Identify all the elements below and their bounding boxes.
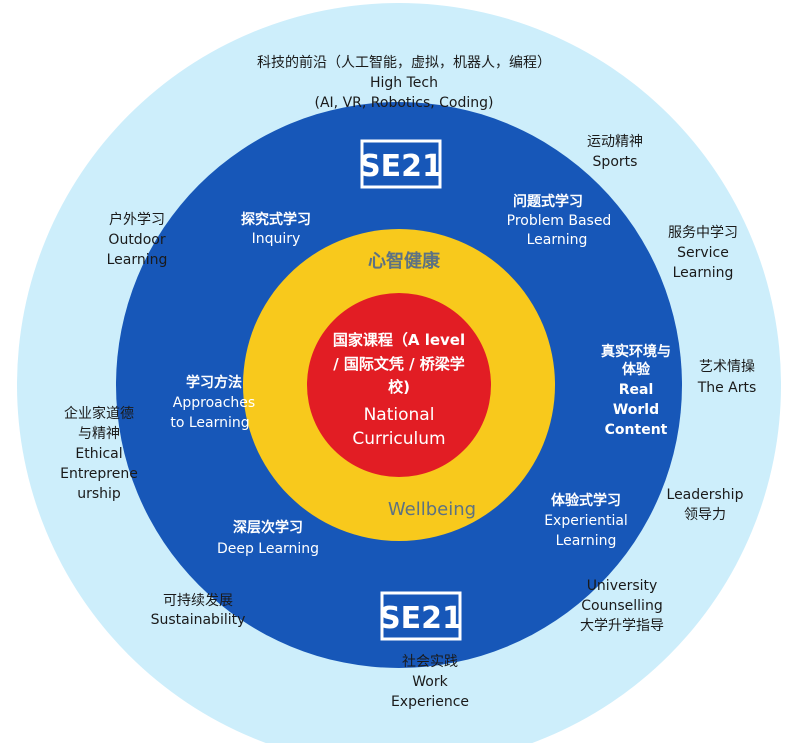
outdoor-learning-label: 户外学习 Outdoor Learning [107, 211, 168, 268]
svg-text:服务中学习: 服务中学习 [668, 225, 738, 241]
logo-top: SE21 [359, 139, 443, 189]
real-world-label: 真实环境与 体验 Real World Content [601, 343, 671, 438]
experiential-label: 体验式学习 Experiential Learning [544, 492, 628, 549]
core-label: 国家课程（A level / 国际文凭 / 桥梁学 校) National Cu… [333, 331, 465, 449]
svg-text:户外学习: 户外学习 [109, 211, 165, 228]
wellbeing-en-label: Wellbeing [388, 499, 476, 520]
high-tech-label: 科技的前沿（人工智能，虚拟，机器人，编程） High Tech (AI, VR,… [257, 54, 551, 111]
svg-text:Problem Based: Problem Based [507, 213, 612, 229]
svg-text:Experience: Experience [391, 694, 469, 710]
svg-text:运动精神: 运动精神 [587, 134, 643, 150]
approaches-label: 学习方法 Approaches to Learning [170, 374, 255, 431]
svg-text:The Arts: The Arts [697, 380, 757, 396]
svg-text:深层次学习: 深层次学习 [233, 519, 303, 536]
svg-text:Service: Service [677, 245, 729, 261]
svg-text:Counselling: Counselling [581, 598, 662, 614]
svg-text:体验: 体验 [622, 361, 651, 378]
core-en-line-2: Curriculum [352, 429, 445, 449]
svg-text:Approaches: Approaches [173, 395, 255, 411]
svg-text:领导力: 领导力 [684, 507, 726, 523]
work-experience-label: 社会实践 Work Experience [391, 654, 469, 710]
svg-text:真实环境与: 真实环境与 [601, 343, 671, 360]
svg-text:to Learning: to Learning [170, 415, 249, 431]
svg-text:urship: urship [77, 486, 121, 502]
arts-label: 艺术情操 The Arts [697, 359, 757, 396]
svg-text:探究式学习: 探究式学习 [241, 211, 311, 228]
wellbeing-cn-label: 心智健康 [368, 250, 441, 272]
svg-text:Content: Content [605, 422, 668, 438]
svg-text:科技的前沿（人工智能，虚拟，机器人，编程）: 科技的前沿（人工智能，虚拟，机器人，编程） [257, 54, 551, 71]
svg-text:High Tech: High Tech [370, 75, 438, 91]
logo-bottom-text: SE21 [379, 601, 463, 636]
svg-text:Entreprene: Entreprene [60, 466, 138, 482]
svg-text:社会实践: 社会实践 [402, 654, 458, 670]
problem-based-label: 问题式学习 Problem Based Learning [507, 193, 612, 248]
svg-text:问题式学习: 问题式学习 [513, 193, 583, 210]
core-cn-line-1: 国家课程（A level [333, 331, 465, 349]
inquiry-label: 探究式学习 Inquiry [241, 211, 311, 247]
svg-text:Real: Real [619, 382, 654, 398]
svg-text:Leadership: Leadership [667, 487, 744, 503]
svg-text:Outdoor: Outdoor [108, 232, 165, 248]
svg-text:学习方法: 学习方法 [186, 374, 242, 391]
svg-text:Experiential: Experiential [544, 513, 628, 529]
sports-label: 运动精神 Sports [587, 134, 643, 170]
core-cn-line-2: / 国际文凭 / 桥梁学 [333, 355, 465, 373]
university-counselling-label: University Counselling 大学升学指导 [580, 578, 664, 634]
svg-text:企业家道德: 企业家道德 [64, 405, 134, 422]
logo-bottom: SE21 [379, 591, 463, 641]
svg-text:Ethical: Ethical [75, 446, 122, 462]
leadership-label: Leadership 领导力 [667, 487, 744, 523]
core-en-line-1: National [364, 405, 435, 425]
svg-text:Work: Work [412, 674, 448, 690]
logo-top-text: SE21 [359, 149, 443, 184]
svg-text:艺术情操: 艺术情操 [699, 359, 755, 375]
svg-text:Deep Learning: Deep Learning [217, 541, 319, 557]
svg-text:(AI, VR, Robotics, Coding): (AI, VR, Robotics, Coding) [315, 95, 494, 111]
svg-text:Learning: Learning [556, 533, 617, 549]
svg-text:体验式学习: 体验式学习 [551, 492, 621, 509]
ethical-entrepreneurship-label: 企业家道德 与精神 Ethical Entreprene urship [60, 405, 138, 502]
svg-text:Sustainability: Sustainability [151, 612, 246, 628]
svg-text:Learning: Learning [107, 252, 168, 268]
svg-text:Inquiry: Inquiry [252, 231, 301, 247]
core-circle [307, 293, 491, 477]
svg-text:Sports: Sports [593, 154, 638, 170]
svg-text:World: World [613, 402, 659, 418]
svg-text:大学升学指导: 大学升学指导 [580, 618, 664, 634]
svg-text:Learning: Learning [673, 265, 734, 281]
svg-text:University: University [587, 578, 658, 594]
service-learning-label: 服务中学习 Service Learning [668, 225, 738, 281]
svg-text:Learning: Learning [527, 232, 588, 248]
deep-learning-label: 深层次学习 Deep Learning [217, 519, 319, 557]
svg-text:可持续发展: 可持续发展 [163, 592, 233, 609]
svg-text:与精神: 与精神 [78, 426, 120, 442]
core-cn-line-3: 校) [388, 378, 410, 396]
sustainability-label: 可持续发展 Sustainability [151, 592, 246, 628]
